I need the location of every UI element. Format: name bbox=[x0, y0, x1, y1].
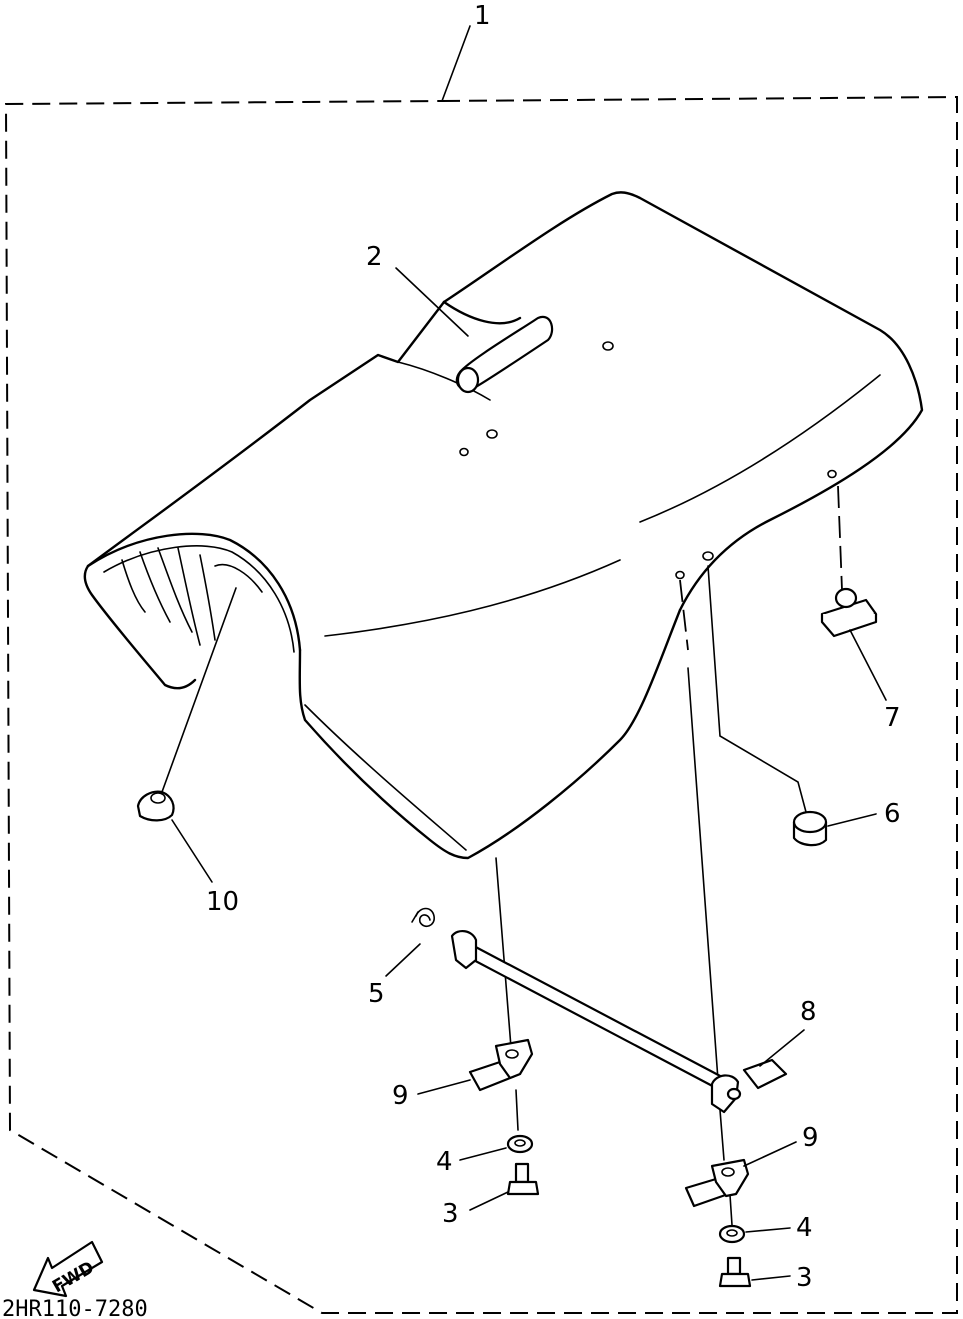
leader-5 bbox=[385, 943, 421, 977]
leader-7 bbox=[849, 629, 887, 701]
part-6-damper bbox=[792, 810, 828, 847]
leader-4-right bbox=[745, 1227, 791, 1233]
fwd-arrow-icon: FWD bbox=[32, 1240, 104, 1297]
callout-3-right: 3 bbox=[796, 1263, 813, 1293]
part-2-strap bbox=[455, 315, 554, 394]
seat-body bbox=[83, 191, 924, 860]
leader-10-install bbox=[161, 587, 237, 793]
leader-8 bbox=[759, 1029, 805, 1067]
alignment-line-left bbox=[495, 857, 513, 1061]
alignment-line-right-low bbox=[719, 1109, 725, 1161]
part-7-nut bbox=[820, 587, 878, 638]
callout-8: 8 bbox=[800, 997, 817, 1027]
leader-10 bbox=[171, 819, 213, 883]
callout-7: 7 bbox=[884, 703, 901, 733]
leader-6 bbox=[827, 813, 877, 827]
alignment-line-right bbox=[687, 667, 719, 1081]
part-4-washer-right bbox=[718, 1224, 746, 1244]
alignment-line-mid bbox=[679, 579, 689, 651]
callout-9-right: 9 bbox=[802, 1123, 819, 1153]
alignment-line-right-lower bbox=[729, 1194, 733, 1226]
part-3-bolt-right bbox=[718, 1256, 752, 1288]
part-5-spring bbox=[411, 907, 435, 928]
leader-9-left bbox=[417, 1079, 471, 1095]
callout-4-right: 4 bbox=[796, 1213, 813, 1243]
leader-4-left bbox=[459, 1147, 507, 1161]
leader-9-right bbox=[743, 1141, 797, 1167]
part-9-bracket-right bbox=[684, 1158, 750, 1208]
leader-3-right bbox=[751, 1275, 791, 1281]
alignment-line-left-low bbox=[515, 1089, 519, 1131]
assembly-boundary bbox=[4, 95, 958, 1314]
callout-9-left: 9 bbox=[392, 1081, 409, 1111]
callout-2: 2 bbox=[366, 242, 383, 272]
part-8-lock-rod bbox=[450, 930, 788, 1114]
callout-10: 10 bbox=[206, 887, 239, 917]
callout-3-left: 3 bbox=[442, 1199, 459, 1229]
drawing-code: 2HR110-7280 bbox=[2, 1297, 148, 1319]
callout-4-left: 4 bbox=[436, 1147, 453, 1177]
part-10-damper bbox=[136, 790, 175, 822]
part-3-bolt-left bbox=[506, 1162, 540, 1196]
leader-6-install bbox=[707, 565, 807, 813]
part-4-washer-left bbox=[506, 1134, 534, 1154]
leader-2 bbox=[395, 267, 469, 337]
leader-1 bbox=[441, 25, 471, 102]
leader-3-left bbox=[469, 1191, 509, 1211]
callout-1: 1 bbox=[474, 1, 491, 31]
callout-6: 6 bbox=[884, 799, 901, 829]
leader-7-install bbox=[837, 485, 843, 591]
callout-5: 5 bbox=[368, 979, 385, 1009]
part-9-bracket-left bbox=[468, 1038, 534, 1092]
